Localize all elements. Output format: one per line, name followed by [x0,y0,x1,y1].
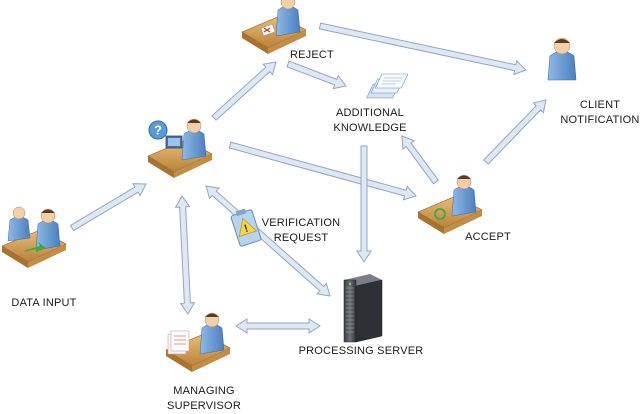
label-additional-knowledge: ADDITIONAL KNOWLEDGE [333,107,407,134]
operator-figure: ? [147,118,213,179]
arrow-reject-to-client [318,22,527,76]
supervisor-figure [165,312,231,373]
label-managing-supervisor: MANAGING SUPERVISOR [167,385,241,412]
label-data-input: DATA INPUT [11,297,77,309]
arrow-accept-to-client [483,99,547,165]
client-figure [547,37,577,81]
accept-mark-icon [434,208,446,220]
label-processing-server: PROCESSING SERVER [298,345,424,357]
question-icon: ? [148,120,168,140]
arrow-datainput-to-operator [69,183,147,232]
label-reject: REJECT [290,49,334,61]
svg-text:!: ! [243,223,250,236]
reject-figure [241,0,307,55]
documents-stack-icon [366,73,409,99]
label-verification-request: VERIFICATION REQUEST [261,217,341,244]
arrow-knowledge-to-server [356,145,372,263]
monitor-icon [165,135,183,149]
alert-clipboard-icon: ! [230,208,262,247]
accept-figure [417,174,483,235]
arrow-operator-to-reject [211,61,277,121]
data-input-figure [1,206,67,269]
server-icon [343,274,383,343]
label-client-notification: CLIENT NOTIFICATION [560,99,640,126]
arrow-operator-to-accept [228,141,417,201]
label-accept: ACCEPT [465,231,511,243]
arrow-reject-to-knowledge [286,60,347,90]
arrows-layer [69,22,547,334]
svg-text:?: ? [154,123,162,138]
arrow-supervisor-server [235,318,321,334]
arrow-accept-to-knowledge [401,135,440,185]
green-arrow-icon [24,242,46,252]
arrow-operator-supervisor [174,195,196,315]
